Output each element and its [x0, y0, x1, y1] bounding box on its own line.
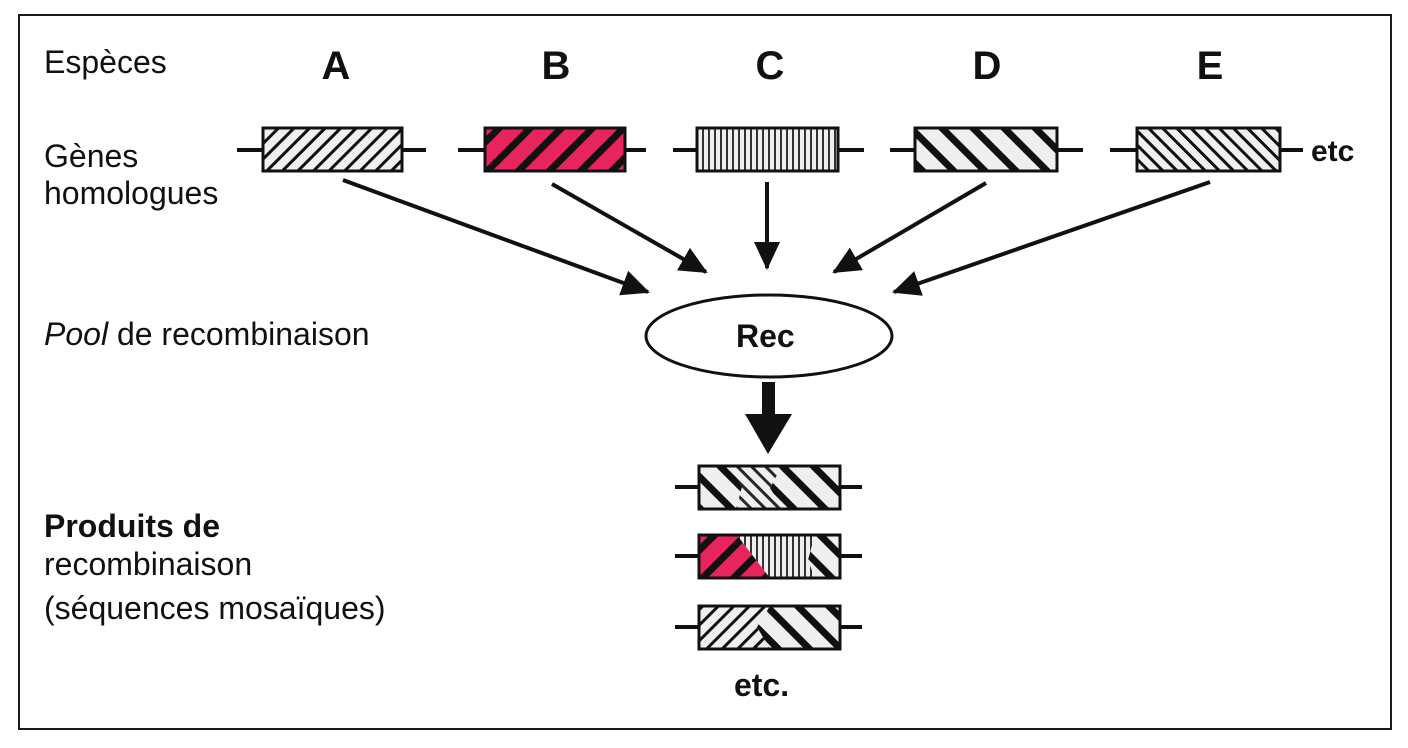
species-e: E	[1196, 44, 1224, 88]
arrow-b-to-rec	[551, 182, 708, 274]
arrow-d-to-rec	[832, 181, 988, 274]
label-pool: Pool de recombinaison	[44, 316, 370, 353]
gene-b	[458, 126, 646, 173]
label-produits-line2: recombinaison	[44, 546, 253, 582]
rec-pool-ellipse	[644, 293, 894, 379]
product-mosaic-1	[675, 464, 862, 511]
label-rec: Rec	[736, 318, 795, 354]
species-c: C	[755, 44, 785, 88]
label-produits-line3: (séquences mosaïques)	[44, 590, 386, 626]
arrow-e-to-rec	[892, 180, 1211, 296]
gene-a	[237, 126, 426, 173]
gene-c	[673, 126, 864, 173]
gene-d	[890, 126, 1083, 173]
species-d: D	[972, 44, 1002, 88]
label-pool-rest: de recombinaison	[108, 316, 370, 352]
species-a: A	[321, 44, 351, 88]
label-genes-line1: Gènes	[44, 138, 139, 174]
label-genes-line2: homologues	[44, 175, 219, 211]
product-mosaic-3	[675, 604, 862, 651]
product-mosaic-2	[675, 533, 862, 580]
label-produits-line1: Produits de	[44, 508, 221, 544]
gene-e	[1110, 126, 1303, 173]
arrow-a-to-rec	[342, 178, 650, 296]
label-pool-italic: Pool	[44, 316, 109, 352]
arrow-rec-to-products	[745, 382, 792, 454]
label-etc-products: etc.	[734, 667, 790, 703]
species-b: B	[541, 44, 571, 88]
label-etc-genes: etc	[1311, 135, 1355, 168]
label-especes: Espèces	[44, 44, 167, 80]
